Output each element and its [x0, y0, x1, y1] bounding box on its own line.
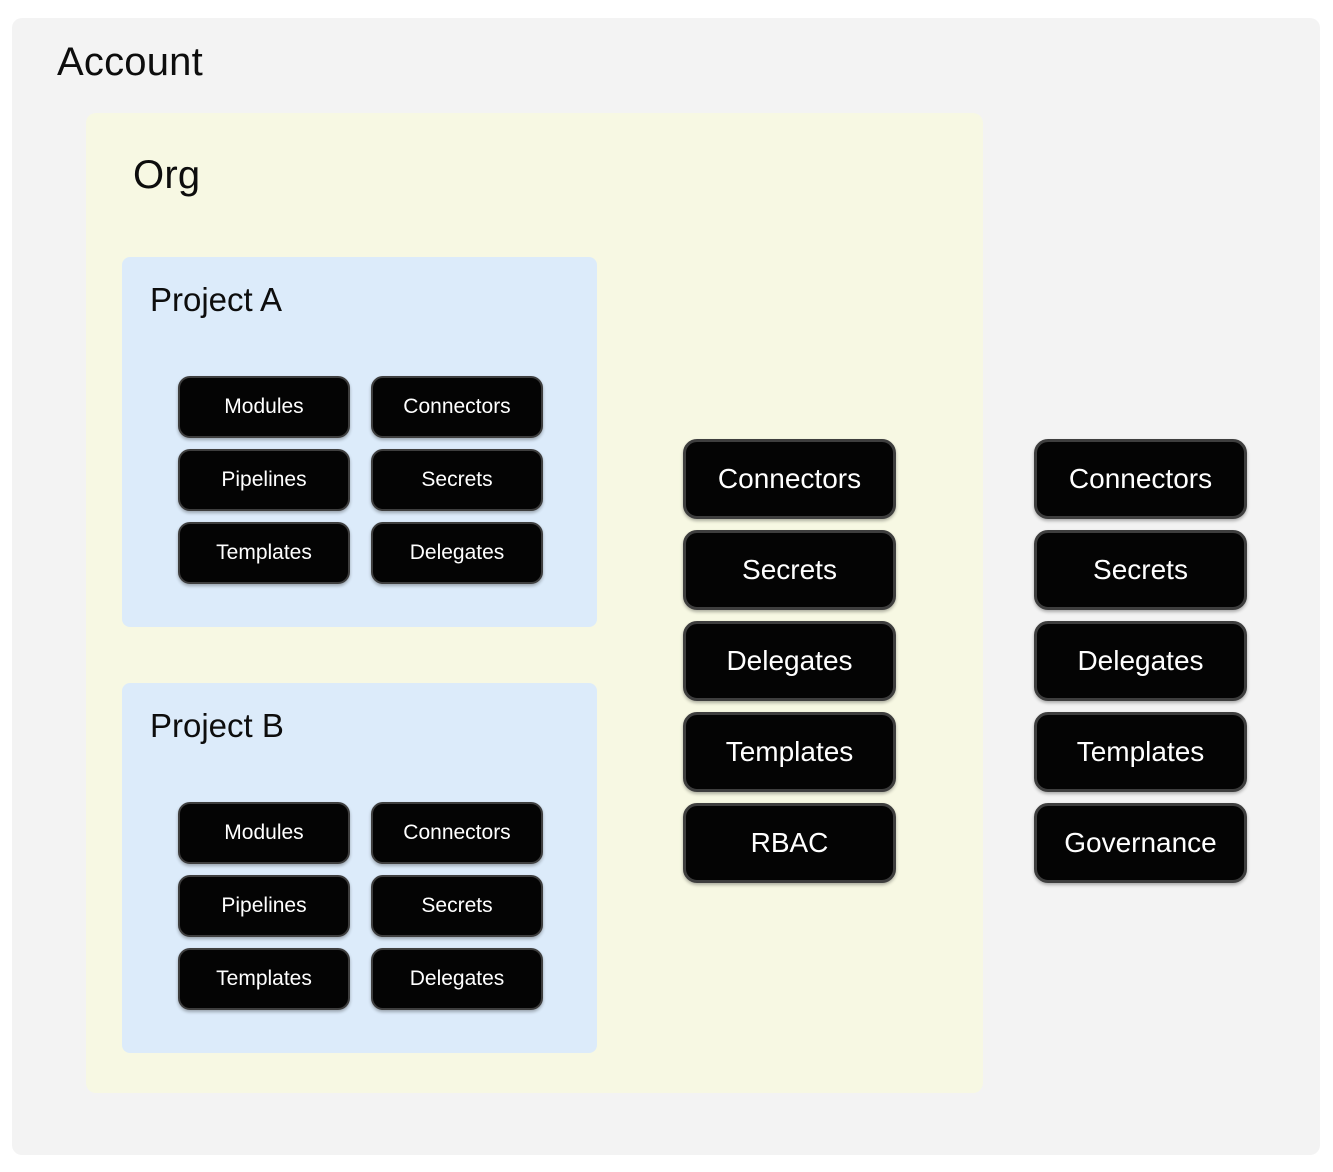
project-b-resources: Modules Connectors Pipelines Secrets Tem…	[178, 802, 543, 1010]
projectb-node-modules: Modules	[178, 802, 350, 864]
account-title: Account	[57, 40, 203, 84]
org-node-connectors: Connectors	[683, 439, 896, 519]
project-b-title: Project B	[150, 707, 284, 744]
projectb-node-connectors: Connectors	[371, 802, 543, 864]
projectb-node-secrets: Secrets	[371, 875, 543, 937]
account-node-templates: Templates	[1034, 712, 1247, 792]
org-node-templates: Templates	[683, 712, 896, 792]
org-title: Org	[133, 153, 201, 197]
account-node-delegates: Delegates	[1034, 621, 1247, 701]
org-node-delegates: Delegates	[683, 621, 896, 701]
projecta-node-modules: Modules	[178, 376, 350, 438]
account-node-governance: Governance	[1034, 803, 1247, 883]
account-node-connectors: Connectors	[1034, 439, 1247, 519]
project-b-container: Project B Modules Connectors Pipelines S…	[122, 683, 597, 1053]
org-container: Org Project A Modules Connectors Pipelin…	[86, 113, 983, 1093]
projectb-node-pipelines: Pipelines	[178, 875, 350, 937]
projectb-node-delegates: Delegates	[371, 948, 543, 1010]
projecta-node-pipelines: Pipelines	[178, 449, 350, 511]
projecta-node-secrets: Secrets	[371, 449, 543, 511]
account-resources: Connectors Secrets Delegates Templates G…	[1034, 439, 1247, 883]
org-node-secrets: Secrets	[683, 530, 896, 610]
projecta-node-connectors: Connectors	[371, 376, 543, 438]
projectb-node-templates: Templates	[178, 948, 350, 1010]
project-a-resources: Modules Connectors Pipelines Secrets Tem…	[178, 376, 543, 584]
project-a-title: Project A	[150, 281, 283, 318]
projecta-node-templates: Templates	[178, 522, 350, 584]
project-a-container: Project A Modules Connectors Pipelines S…	[122, 257, 597, 627]
org-resources: Connectors Secrets Delegates Templates R…	[683, 439, 896, 883]
account-container: Account Org Project A Modules Connectors…	[12, 18, 1320, 1155]
projecta-node-delegates: Delegates	[371, 522, 543, 584]
account-node-secrets: Secrets	[1034, 530, 1247, 610]
org-node-rbac: RBAC	[683, 803, 896, 883]
